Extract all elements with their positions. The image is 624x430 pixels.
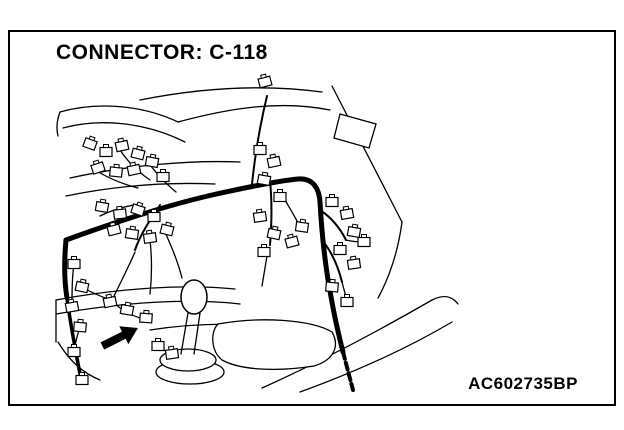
figure-code: AC602735BP [468, 374, 578, 393]
gear-shift-lever [180, 279, 208, 355]
center-console [155, 319, 337, 385]
car-interior-outline [55, 85, 459, 393]
connector-location-arrow [100, 326, 138, 350]
diagram-title: CONNECTOR: C-118 [56, 41, 268, 64]
